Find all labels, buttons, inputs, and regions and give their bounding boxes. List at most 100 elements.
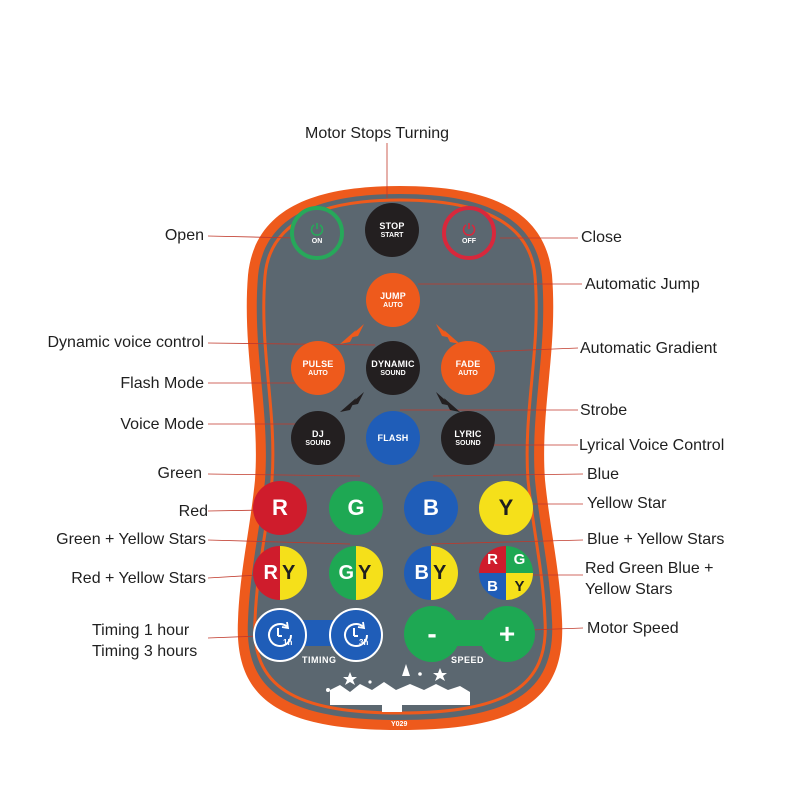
jump-label: JUMP xyxy=(380,290,406,301)
start-label: START xyxy=(380,231,404,239)
dj-sound-button[interactable]: DJ SOUND xyxy=(291,411,345,465)
yellow-button[interactable]: Y xyxy=(479,481,533,535)
jump-auto-button[interactable]: JUMP AUTO xyxy=(366,273,420,327)
arrow-chevron-icon xyxy=(340,324,460,344)
label-red-yellow: Red + Yellow Stars xyxy=(71,570,206,587)
dynamic-label: DYNAMIC xyxy=(371,358,415,369)
plus-icon: + xyxy=(498,618,516,649)
dj-sound-label: SOUND xyxy=(305,439,331,447)
red-button[interactable]: R xyxy=(253,481,307,535)
label-dynamic-voice: Dynamic voice control xyxy=(47,334,205,351)
label-rgb-yellow-line1: Red Green Blue + xyxy=(585,560,714,577)
star-icon xyxy=(433,668,447,681)
decorative-scene xyxy=(326,664,470,712)
remote-inner-rim xyxy=(253,198,547,715)
fade-auto-label: AUTO xyxy=(458,369,478,377)
label-lyrical-voice: Lyrical Voice Control xyxy=(579,437,725,454)
red-quadrant-letter: R xyxy=(487,551,498,568)
off-button[interactable]: OFF xyxy=(442,206,496,260)
blue-letter: B xyxy=(423,495,439,520)
house-icon xyxy=(378,688,406,712)
yellow-half-letter: Y xyxy=(433,561,447,584)
minus-icon: - xyxy=(427,618,437,649)
arrow-chevron-icon xyxy=(340,392,460,412)
label-motor-stops: Motor Stops Turning xyxy=(305,125,450,142)
leader-lines xyxy=(207,143,584,639)
label-blue: Blue xyxy=(587,466,620,483)
label-motor-speed: Motor Speed xyxy=(587,620,679,637)
yellow-half-letter: Y xyxy=(282,561,296,584)
landscape-icon xyxy=(330,682,470,705)
clock-icon: 3h xyxy=(344,621,368,647)
red-yellow-button[interactable]: R Y xyxy=(253,546,307,600)
timer-1h-button[interactable]: 1h xyxy=(253,608,307,662)
yellow-half-letter: Y xyxy=(358,561,372,584)
label-automatic-gradient: Automatic Gradient xyxy=(580,340,717,357)
dynamic-sound-button[interactable]: DYNAMIC SOUND xyxy=(366,341,420,395)
green-quadrant-letter: G xyxy=(513,551,526,568)
dj-label: DJ xyxy=(312,428,324,439)
pulse-label: PULSE xyxy=(302,358,334,369)
blue-half: B xyxy=(404,546,431,600)
speed-minus-button[interactable]: - xyxy=(404,606,460,662)
flash-button[interactable]: FLASH xyxy=(366,411,420,465)
red-letter: R xyxy=(272,495,288,520)
blue-quadrant: B xyxy=(479,573,506,600)
yellow-half: Y xyxy=(280,546,307,600)
rgb-yellow-button[interactable]: R G B Y xyxy=(479,546,533,600)
stop-start-button[interactable]: STOP START xyxy=(365,203,419,257)
yellow-half: Y xyxy=(431,546,458,600)
red-half: R xyxy=(253,546,280,600)
blue-button[interactable]: B xyxy=(404,481,458,535)
green-half: G xyxy=(329,546,356,600)
model-number: Y029 xyxy=(391,721,408,728)
green-yellow-button[interactable]: G Y xyxy=(329,546,383,600)
label-flash-mode: Flash Mode xyxy=(120,375,204,392)
label-close: Close xyxy=(581,229,622,246)
star-icon xyxy=(343,672,357,685)
clock-icon: 1h xyxy=(268,621,292,647)
red-quadrant: R xyxy=(479,546,506,573)
pulse-auto-button[interactable]: PULSE AUTO xyxy=(291,341,345,395)
rocket-icon xyxy=(402,664,410,676)
speed-caption: SPEED xyxy=(451,655,485,665)
label-voice-mode: Voice Mode xyxy=(120,416,204,433)
label-strobe: Strobe xyxy=(580,402,628,419)
pulse-auto-label: AUTO xyxy=(308,369,328,377)
label-open: Open xyxy=(164,227,204,244)
blue-half-letter: B xyxy=(414,561,429,584)
lyric-label: LYRIC xyxy=(454,428,482,439)
fade-auto-button[interactable]: FADE AUTO xyxy=(441,341,495,395)
label-red: Red xyxy=(178,503,208,520)
stop-label: STOP xyxy=(379,220,405,231)
label-green-yellow: Green + Yellow Stars xyxy=(56,531,206,548)
off-button-label: OFF xyxy=(462,237,476,245)
yellow-quadrant: Y xyxy=(506,573,533,600)
power-icon xyxy=(310,222,324,236)
timer-3h-button[interactable]: 3h xyxy=(329,608,383,662)
power-icon xyxy=(462,222,476,236)
flash-label: FLASH xyxy=(377,433,409,443)
on-button[interactable]: ON xyxy=(290,206,344,260)
label-automatic-jump: Automatic Jump xyxy=(585,276,700,293)
speed-plus-button[interactable]: + xyxy=(479,606,535,662)
red-half-letter: R xyxy=(263,561,278,584)
lyric-sound-label: SOUND xyxy=(455,439,481,447)
label-blue-yellow: Blue + Yellow Stars xyxy=(587,531,725,548)
lyric-sound-button[interactable]: LYRIC SOUND xyxy=(441,411,495,465)
blue-quadrant-letter: B xyxy=(487,578,498,595)
on-button-label: ON xyxy=(311,237,323,245)
green-half-letter: G xyxy=(338,561,354,584)
blue-yellow-button[interactable]: B Y xyxy=(404,546,458,600)
yellow-letter: Y xyxy=(498,495,514,520)
timer-3h-text: 3h xyxy=(359,638,368,647)
yellow-quadrant-letter: Y xyxy=(514,578,525,595)
timing-caption: TIMING xyxy=(302,655,337,665)
label-rgb-yellow-line2: Yellow Stars xyxy=(585,581,673,598)
jump-auto-label: AUTO xyxy=(383,301,403,309)
green-button[interactable]: G xyxy=(329,481,383,535)
timer-1h-text: 1h xyxy=(283,638,292,647)
label-timing-1: Timing 1 hour xyxy=(92,622,190,639)
